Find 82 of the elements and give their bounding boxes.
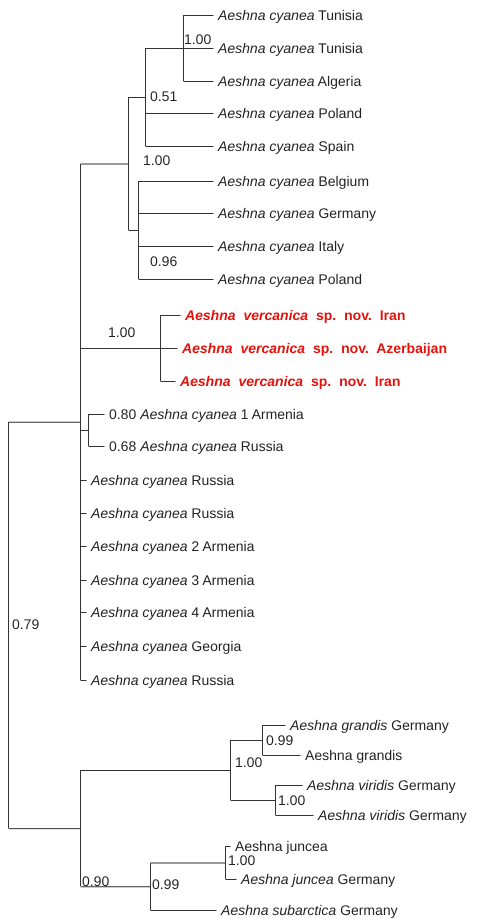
branch-line (80, 580, 87, 581)
branch-line (128, 230, 139, 231)
branch-line (225, 879, 237, 880)
branch-line (150, 862, 226, 864)
branch-line (183, 48, 214, 49)
branch-line (80, 430, 89, 431)
support-value: 1.00 (235, 755, 262, 769)
branch-line (275, 785, 303, 786)
branch-line (145, 146, 214, 147)
branch-line (80, 348, 161, 349)
support-value: 0.90 (82, 874, 110, 888)
support-value: 0.68 (109, 438, 136, 454)
taxon-label: Aeshna cyanea Belgium (218, 173, 369, 189)
taxon-label: Aeshna vercanica sp. nov. Azerbaijan (182, 340, 447, 356)
support-value: 0.99 (266, 733, 294, 747)
support-value: 0.51 (150, 89, 178, 103)
taxon-label: Aeshna cyanea Italy (218, 238, 344, 254)
branch-line (145, 113, 214, 114)
taxon-label: Aeshna grandis Germany (290, 717, 449, 733)
branch-line (183, 15, 214, 16)
taxon-label: Aeshna cyanea Poland (218, 105, 362, 121)
taxon-label: Aeshna juncea (235, 838, 328, 854)
taxon-label: Aeshna cyanea Russia (91, 472, 234, 488)
taxon-label: Aeshna cyanea 2 Armenia (91, 538, 254, 554)
branch-line (160, 315, 181, 316)
branch-line (262, 755, 301, 756)
taxon-label: Aeshna cyanea Georgia (91, 638, 242, 654)
taxon-label: Aeshna juncea Germany (241, 871, 396, 887)
taxon-label: Aeshna viridis Germany (307, 777, 456, 793)
taxon-label: Aeshna subarctica Germany (221, 902, 398, 918)
branch-line (80, 886, 151, 888)
taxon-label: Aeshna cyanea 4 Armenia (91, 604, 254, 620)
branch-line (183, 81, 214, 82)
taxon-label: Aeshna cyanea Poland (218, 271, 362, 287)
branch-line (128, 97, 146, 98)
branch-line (225, 846, 231, 847)
branch-line (138, 181, 214, 182)
taxon-label: Aeshna grandis (305, 747, 402, 763)
taxon-label: Aeshna vercanica sp. nov. Iran (185, 307, 406, 323)
branch-line (275, 815, 314, 816)
taxon-label: Aeshna cyanea Tunisia (218, 40, 363, 56)
taxon-label: Aeshna cyanea Germany (218, 205, 376, 221)
taxon-label: Aeshna viridis Germany (318, 807, 467, 823)
branch-line (80, 680, 87, 681)
taxon-label: Aeshna cyanea Russia (91, 672, 234, 688)
taxon-label: Aeshna cyanea Tunisia (218, 7, 363, 23)
taxon-label: Aeshna cyanea 3 Armenia (91, 572, 254, 588)
support-value: 1.00 (143, 153, 170, 167)
support-value: 1.00 (228, 853, 256, 867)
branch-line (88, 446, 105, 447)
support-value: 1.00 (184, 32, 212, 46)
taxon-label: Aeshna cyanea Russia (140, 438, 284, 454)
branch-line (80, 612, 87, 613)
taxon-label: Aeshna cyanea 1 Armenia (140, 406, 304, 422)
branch-line (80, 646, 87, 647)
branch-line (138, 213, 214, 214)
taxon-label: Aeshna cyanea Russia (91, 505, 234, 521)
branch-line (8, 828, 81, 830)
branch-line (138, 246, 214, 247)
taxon-label: Aeshna cyanea Algeria (218, 73, 362, 89)
branch-line (160, 348, 178, 349)
taxon-label: Aeshna vercanica sp. nov. Iran (180, 373, 400, 389)
support-value: 1.00 (108, 325, 136, 339)
branch-line (80, 480, 87, 481)
branch-line (150, 910, 217, 911)
support-value: 1.00 (278, 793, 306, 807)
branch-line (80, 770, 231, 771)
branch-line (230, 800, 276, 801)
branch-line (88, 414, 105, 415)
branch-line (160, 381, 176, 382)
taxon-label: Aeshna cyanea Spain (218, 138, 354, 154)
branch-line (80, 513, 87, 514)
branch-line (230, 740, 263, 741)
support-value: 0.80 (109, 406, 136, 422)
branch-line (262, 725, 286, 726)
support-value: 0.79 (12, 617, 40, 631)
branch-line (145, 48, 184, 49)
support-value: 0.96 (150, 254, 178, 268)
support-value: 0.99 (152, 877, 180, 891)
branch-line (138, 279, 214, 280)
branch-line (8, 422, 81, 423)
branch-line (80, 546, 87, 547)
